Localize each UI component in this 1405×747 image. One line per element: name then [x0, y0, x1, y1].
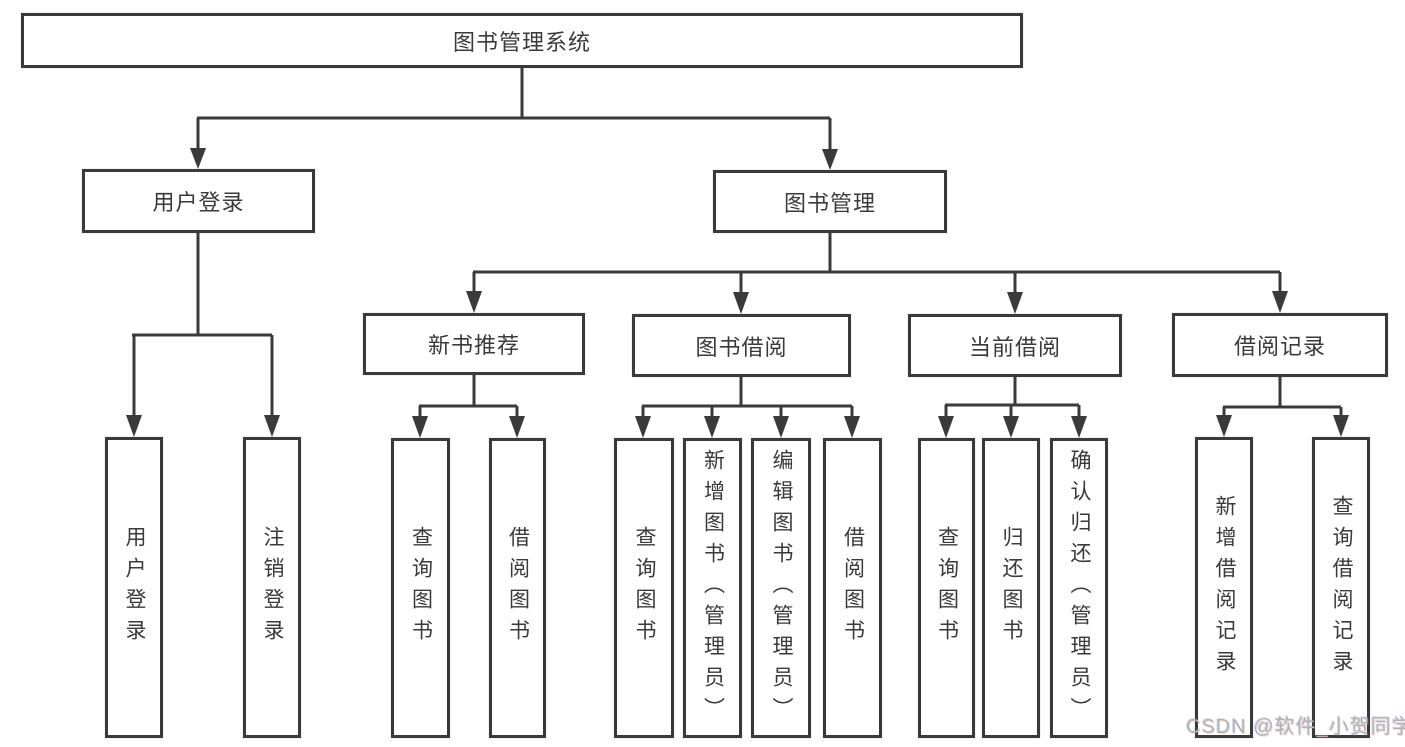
- leaf-query-book-borrow: 查询图书: [614, 438, 674, 738]
- leaf-borrow-book: 借阅图书: [823, 438, 882, 738]
- node-root: 图书管理系统: [21, 13, 1023, 68]
- node-book-borrow: 图书借阅: [632, 314, 851, 377]
- leaf-query-book-recommend: 查询图书: [391, 438, 450, 738]
- leaf-query-book-current: 查询图书: [918, 438, 975, 738]
- leaf-add-book-admin: 新增图书（管理员）: [683, 438, 742, 738]
- leaf-confirm-return-admin: 确认归还（管理员）: [1050, 438, 1108, 738]
- leaf-edit-book-admin: 编辑图书（管理员）: [751, 438, 811, 738]
- leaf-add-borrow-record: 新增借阅记录: [1195, 437, 1253, 738]
- node-book-borrow-label: 图书借阅: [695, 334, 788, 360]
- leaf-borrow-book-recommend: 借阅图书: [489, 438, 546, 738]
- node-book-management: 图书管理: [713, 170, 947, 233]
- node-borrow-record-label: 借阅记录: [1233, 334, 1326, 359]
- arrowheads: [126, 148, 1349, 438]
- node-new-book-recommend: 新书推荐: [363, 313, 585, 375]
- node-current-borrow: 当前借阅: [908, 314, 1122, 377]
- node-root-label: 图书管理系统: [452, 29, 591, 55]
- node-borrow-record: 借阅记录: [1172, 313, 1388, 377]
- node-current-borrow-label: 当前借阅: [968, 334, 1061, 360]
- leaf-query-borrow-record: 查询借阅记录: [1312, 437, 1370, 738]
- csdn-watermark: CSDN @软件_小贺同学: [1186, 716, 1405, 738]
- leaf-logout: 注销登录: [243, 437, 301, 738]
- node-user-login: 用户登录: [82, 169, 315, 233]
- node-user-login-label: 用户登录: [152, 190, 245, 215]
- leaf-return-book: 归还图书: [982, 438, 1040, 738]
- node-book-management-label: 图书管理: [783, 190, 876, 216]
- node-new-book-recommend-label: 新书推荐: [427, 333, 520, 358]
- leaf-user-login: 用户登录: [105, 437, 163, 738]
